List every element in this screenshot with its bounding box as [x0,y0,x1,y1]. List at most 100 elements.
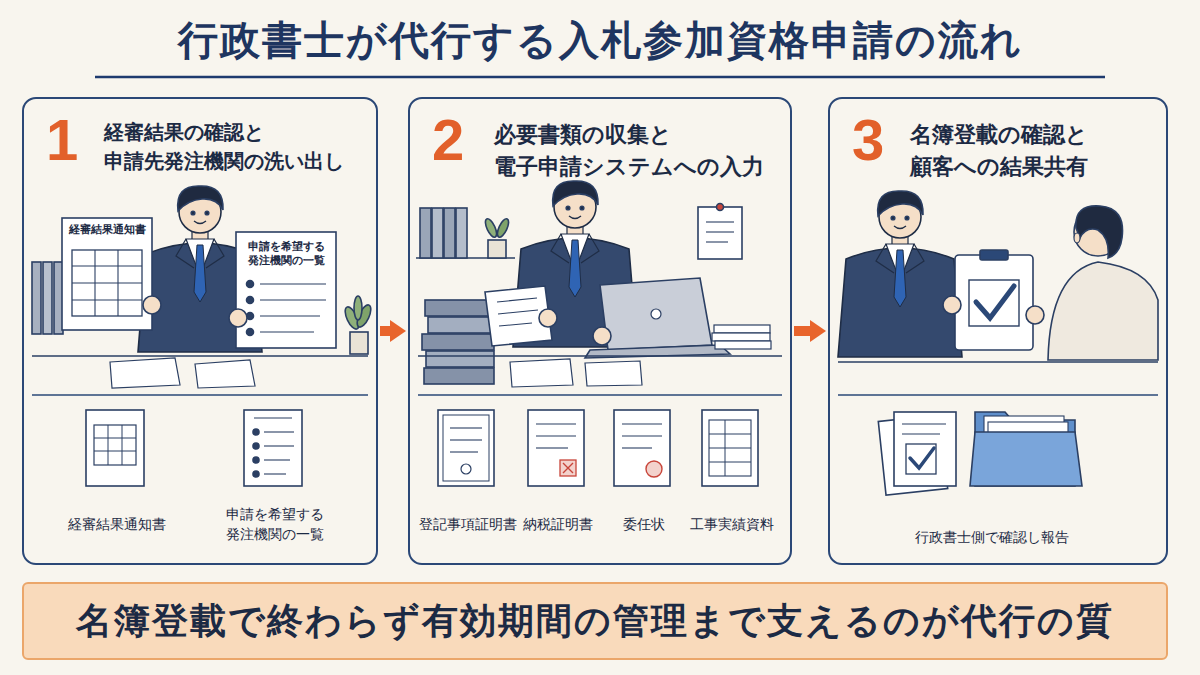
step-heading: 必要書類の収集と 電子申請システムへの入力 [494,119,764,183]
step1-illustration [62,218,152,330]
icon-caption: 工事実績資料 [690,514,774,534]
icon-caption: 経審結果通知書 [68,514,166,534]
step3-illustration [902,423,946,424]
step1-illustration [253,471,259,477]
step2-illustration [418,394,782,396]
step-panel: 3名簿登載の確認と 顧客への結果共有行政書士側で確認し報告 [828,97,1168,565]
step1-illustration [94,250,95,316]
step1-illustration [32,262,41,334]
step1-illustration [253,429,259,435]
step3-illustration [1026,306,1044,324]
step2-illustration [495,217,511,239]
step1-illustration [32,186,374,486]
step1-illustration [122,425,123,465]
step1-illustration [247,329,254,336]
step2-illustration [651,309,661,319]
step1-illustration [247,281,254,288]
step1-illustration [108,425,109,465]
step3-illustration [838,191,1158,495]
icon-caption: 行政書士側で確認し報告 [915,527,1069,547]
step2-illustration [709,448,751,449]
step1-illustration [72,282,142,283]
step3-illustration [943,296,961,314]
step3-illustration [1074,233,1080,243]
step3-illustration [906,444,936,474]
step1-illustration [354,296,362,320]
consultant-figure [838,191,962,357]
flow-arrow [380,326,390,336]
step2-illustration [424,368,494,384]
step2-illustration [416,181,782,486]
step1-illustration [229,309,247,327]
step1-illustration [260,331,314,332]
step2-illustration [593,327,611,345]
step2-illustration [425,300,495,316]
step2-illustration [536,435,576,436]
step1-illustration [110,358,180,388]
step2-illustration [528,410,584,486]
step2-illustration [563,463,573,473]
step3-illustration [1076,206,1123,258]
step1-illustration [264,431,294,432]
step1-illustration [143,296,161,314]
step1-illustration [260,283,326,284]
step1-illustration [32,355,368,357]
summary-banner: 名簿登載で終わらず有効期間の管理まで支えるのが代行の質 [22,582,1168,660]
step2-illustration [443,415,489,481]
step3-illustration [955,255,1033,350]
step2-illustration [499,323,532,326]
title-underline [95,77,1105,78]
icon-caption: 納税証明書 [523,514,593,534]
step1-illustration [253,457,259,463]
step2-illustration [614,410,670,486]
step2-illustration [536,447,568,448]
step2-illustration [456,208,467,258]
step2-illustration [536,423,576,424]
step2-illustration [622,447,652,448]
step1-illustration [94,451,136,452]
step3-illustration [838,394,1158,396]
step2-illustration [498,310,538,314]
page-title: 行政書士が代行する入札参加資格申請の流れ [0,16,1200,64]
step1-illustration [244,410,302,486]
step2-illustration [706,221,734,222]
step1-illustration [72,265,142,266]
step2-illustration [444,208,455,258]
step2-illustration [438,410,494,486]
step1-illustration [72,250,142,316]
step2-illustration [422,334,494,350]
step2-illustration [714,325,770,333]
step2-illustration [497,298,537,302]
step2-illustration [585,361,642,386]
step1-illustration [350,332,368,354]
step2-illustration [725,420,726,476]
step1-illustration [117,250,118,316]
flow-arrow [794,326,810,336]
step2-illustration [483,217,499,239]
step1-illustration [264,445,294,446]
step-panel: 1経審結果の確認と 申請先発注機関の洗い出し経審結果通知書申請を希望する 発注機… [22,97,378,565]
step2-illustration [646,461,662,477]
step3-illustration [910,448,934,468]
step1-illustration [254,417,292,418]
step3-illustration [902,433,940,434]
step-heading: 経審結果の確認と 申請先発注機関の洗い出し [104,119,344,176]
step-number: 1 [46,111,78,169]
step2-illustration [539,309,557,327]
step2-illustration [450,427,482,428]
step3-illustration [980,250,1008,260]
step1-illustration [86,410,144,486]
step2-illustration [488,240,506,258]
step1-illustration [195,360,255,388]
step2-illustration [706,231,734,232]
step2-illustration [698,207,742,259]
step1-illustration [247,297,254,304]
step1-illustration [253,443,259,449]
step2-illustration [426,351,494,367]
step-number: 3 [852,111,884,169]
step1-illustration [94,425,136,465]
step1-illustration [264,459,290,460]
step2-illustration [706,241,728,242]
